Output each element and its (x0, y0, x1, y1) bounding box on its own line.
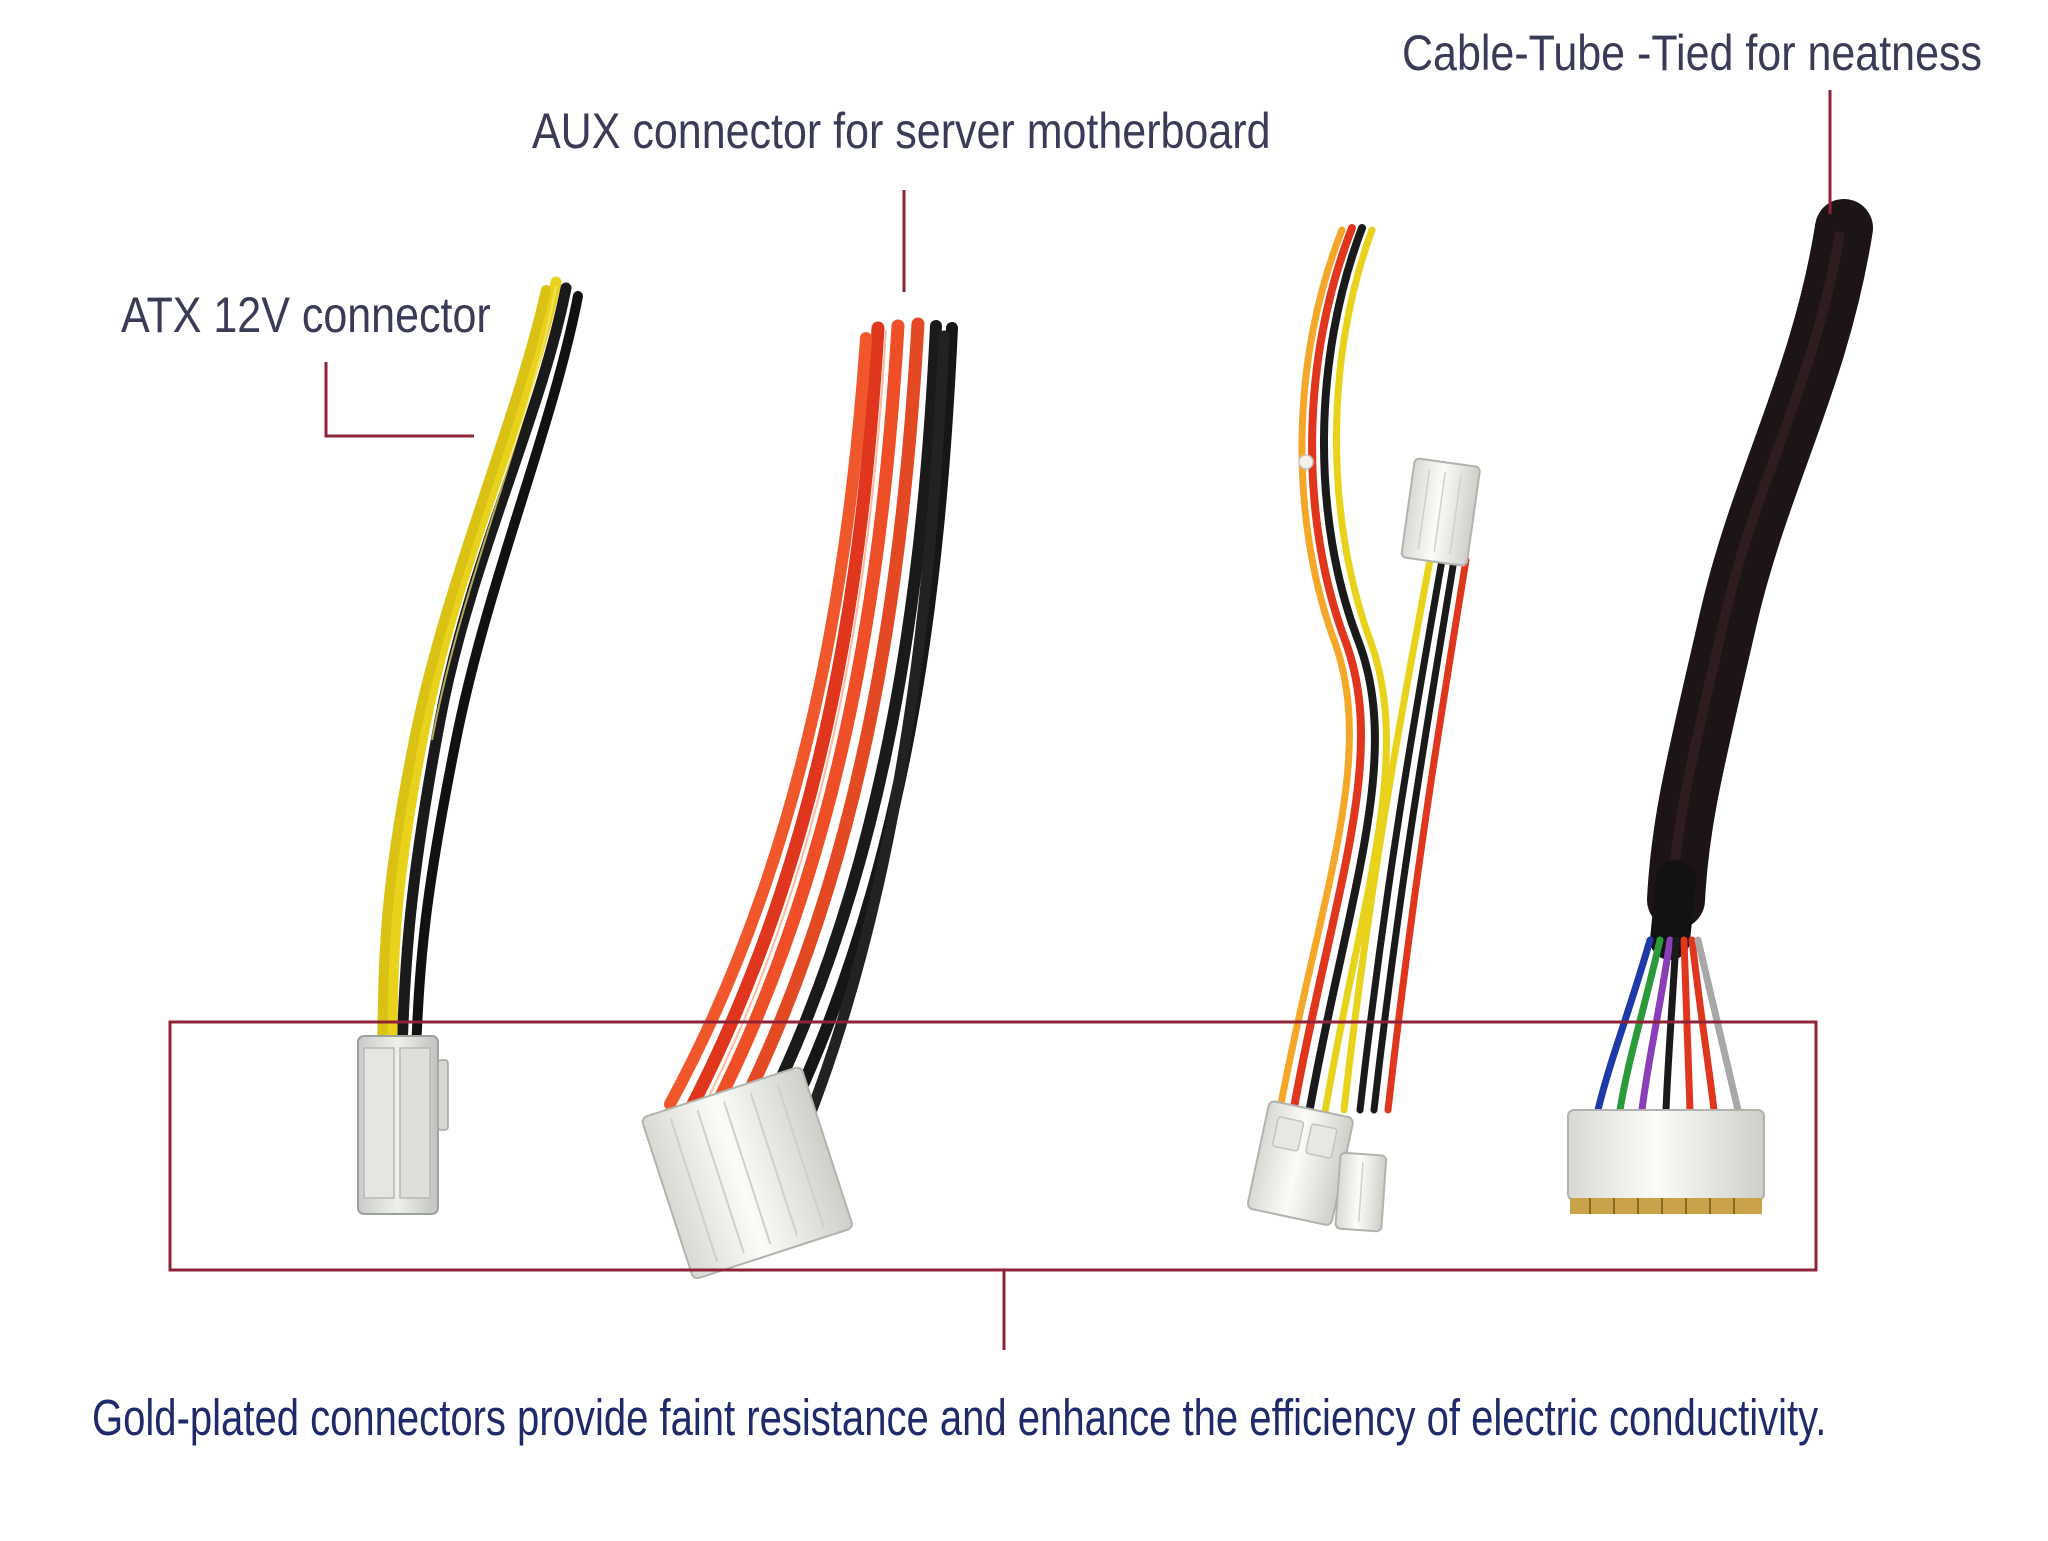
atx-12v-label: ATX 12V connector (121, 287, 491, 343)
main-atx-connector (1567, 1109, 1765, 1214)
aux-connector-label: AUX connector for server motherboard (532, 103, 1271, 159)
floppy-connector-top (1400, 457, 1481, 567)
molex-connector (1246, 1100, 1354, 1226)
connector-highlight-box (168, 1020, 1818, 1272)
atx-12v-connector (357, 1035, 449, 1215)
peripheral-cable (1272, 224, 1470, 1134)
atx-callout-line (324, 362, 474, 438)
aux-connector (641, 1066, 853, 1280)
sleeved-main-cable (1594, 199, 1873, 1114)
small-connector (1334, 1151, 1388, 1233)
gold-plated-caption: Gold-plated connectors provide faint res… (92, 1389, 1827, 1446)
cable-tube-label: Cable-Tube -Tied for neatness (1402, 25, 1983, 81)
aux-cable (664, 317, 958, 1156)
callout-lines (168, 90, 1832, 1350)
atx-12v-cable (377, 276, 583, 1056)
